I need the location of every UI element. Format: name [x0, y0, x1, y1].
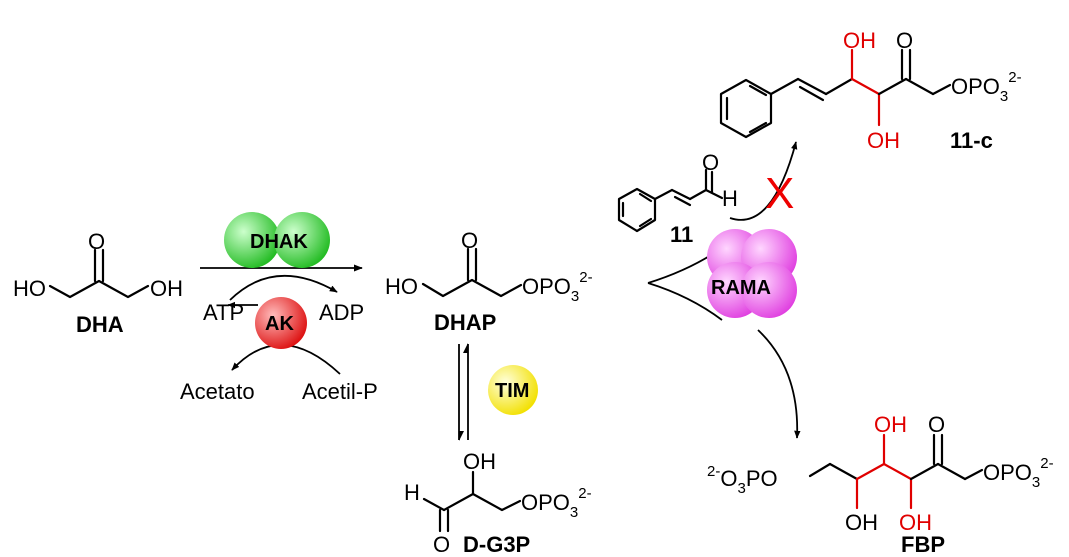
rama-label: RAMA: [711, 277, 771, 299]
cinnamaldehyde-o-label: O: [702, 150, 719, 175]
product-11c-phosphate: OPO32-: [951, 69, 1022, 105]
tim-enzyme: TIM: [488, 365, 538, 415]
dha-oh-label: OH: [150, 276, 183, 301]
dha-structure: O HO OH DHA: [13, 229, 183, 337]
arrow-to-fbp: [757, 329, 801, 439]
fbp-oh-bottom-right: OH: [899, 510, 932, 535]
atp-label: ATP: [203, 300, 244, 325]
product-11c-name: 11-c: [950, 128, 993, 153]
rama-fan-lower: [647, 282, 723, 321]
product-11c-structure: OH OH O OPO32- 11-c: [719, 28, 1022, 153]
arrow-to-11c: [729, 141, 798, 221]
g3p-h-label: H: [404, 480, 420, 505]
ak-enzyme: AK: [255, 297, 307, 349]
blocked-reaction-mark: X: [765, 169, 794, 218]
ak-label: AK: [265, 313, 294, 335]
g3p-phosphate-label: OPO32-: [521, 485, 592, 521]
dhap-name: DHAP: [434, 310, 496, 335]
acetato-label: Acetato: [180, 379, 255, 404]
fbp-structure: 2-O3PO OH OH OH O OPO32- FBP: [707, 412, 1054, 557]
g3p-name: D-G3P: [463, 532, 530, 557]
acetyl-acetate-arc: [231, 344, 341, 375]
dhap-carbonyl-o: O: [461, 228, 478, 253]
dhak-label: DHAK: [250, 231, 308, 253]
dhak-enzyme: DHAK: [224, 212, 330, 268]
product-11c-oh-top: OH: [843, 28, 876, 53]
dha-carbonyl-o: O: [88, 229, 105, 254]
g3p-structure: OH H O OPO32- D-G3P: [404, 449, 592, 557]
fbp-left-phosphate: 2-O3PO: [707, 463, 778, 497]
fbp-right-phosphate: OPO32-: [983, 455, 1054, 491]
dha-name: DHA: [76, 312, 124, 337]
acetil-p-label: Acetil-P: [302, 379, 378, 404]
cinnamaldehyde-name: 11: [670, 222, 693, 247]
dhap-structure: O HO OPO32- DHAP: [385, 228, 593, 335]
dhap-ho-label: HO: [385, 274, 418, 299]
cinnamaldehyde-structure: O H 11: [617, 150, 738, 247]
rama-enzyme: RAMA: [707, 229, 797, 318]
dha-ho-label: HO: [13, 276, 46, 301]
fbp-oh-top: OH: [874, 412, 907, 437]
fbp-name: FBP: [901, 532, 945, 557]
fbp-oh-bottom-left: OH: [845, 510, 878, 535]
fbp-o-label: O: [928, 412, 945, 437]
dhap-phosphate-label: OPO32-: [522, 269, 593, 305]
adp-label: ADP: [319, 300, 364, 325]
g3p-oh-label: OH: [463, 449, 496, 474]
cinnamaldehyde-h-label: H: [722, 186, 738, 211]
product-11c-oh-bottom: OH: [867, 128, 900, 153]
atp-adp-arc: [229, 274, 338, 301]
product-11c-o-label: O: [896, 28, 913, 53]
g3p-o-label: O: [433, 532, 450, 557]
tim-label: TIM: [495, 380, 529, 402]
